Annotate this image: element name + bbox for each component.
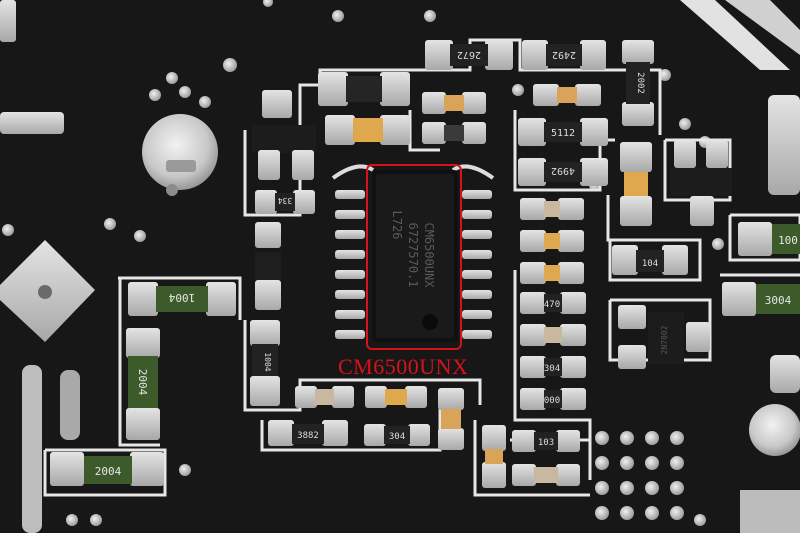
svg-text:2004: 2004 (136, 369, 149, 396)
large-via (142, 114, 218, 190)
svg-text:100: 100 (778, 234, 798, 247)
resistor-2004-vertical: 2004 (126, 328, 160, 440)
svg-text:304: 304 (389, 432, 405, 442)
svg-text:1004: 1004 (168, 291, 195, 304)
resistor-3004: 3004 (722, 282, 800, 316)
bottom-row-small (295, 386, 464, 450)
label-470: 470 (544, 300, 560, 310)
transistor-top-left (252, 90, 316, 180)
ic-marking-label: CM6500UNX (338, 354, 469, 379)
svg-text:3882: 3882 (297, 431, 319, 441)
capacitor-orange-1 (325, 115, 410, 145)
trace-diagonal (680, 0, 790, 70)
right-column-parts (520, 198, 586, 410)
svg-text:2004: 2004 (95, 465, 122, 478)
label-000: 000 (544, 396, 560, 406)
svg-text:2N7002: 2N7002 (660, 325, 669, 354)
resistor-304-bottom: 304 (364, 424, 430, 446)
capacitor-vertical-right (620, 142, 652, 226)
resistor-2004: 2004 (50, 452, 164, 486)
svg-text:2002: 2002 (635, 72, 645, 94)
chip-line-3: L726 (390, 211, 404, 240)
via-cluster (2, 0, 724, 526)
left-strip (22, 365, 42, 533)
svg-text:1004: 1004 (263, 352, 272, 371)
svg-text:2492: 2492 (552, 49, 576, 60)
transistor-right (670, 140, 732, 226)
resistor-3882: 3882 (268, 420, 348, 446)
transistor-2n7002: 2N7002 (618, 305, 710, 369)
chip-line-2: 6727570.1 (406, 222, 420, 287)
resistor-1004: 1004 (128, 282, 236, 316)
resistor-2672: 2672 (425, 40, 513, 70)
resistor-pair-mid (422, 92, 486, 144)
resistor-1004-vertical: 1004 (250, 320, 280, 406)
capacitor-top (318, 72, 410, 106)
svg-text:104: 104 (642, 259, 658, 269)
svg-text:103: 103 (538, 438, 554, 448)
resistor-4992: 4992 (518, 158, 608, 186)
resistor-row-right (533, 84, 601, 106)
resistor-2492: 2492 (522, 40, 606, 70)
svg-text:3004: 3004 (765, 294, 792, 307)
chip-line-1: CM6500UNX (422, 222, 436, 288)
resistor-103: 103 (482, 425, 580, 488)
svg-text:2672: 2672 (457, 49, 481, 60)
svg-text:4992: 4992 (551, 165, 575, 176)
svg-text:334: 334 (278, 196, 293, 205)
ic-pin-pads (335, 190, 492, 339)
resistor-2002: 2002 (622, 40, 654, 126)
resistor-104: 104 (612, 245, 688, 275)
resistor-5112: 5112 (518, 118, 608, 146)
left-pad-bar (0, 112, 64, 134)
svg-text:5112: 5112 (551, 128, 575, 139)
resistor-100: 100 (738, 222, 800, 256)
label-304: 304 (544, 364, 560, 374)
ic-highlight-box (366, 164, 462, 350)
diode-vertical (255, 222, 281, 310)
via-grid (595, 431, 684, 520)
resistor-334: 334 (255, 190, 315, 214)
